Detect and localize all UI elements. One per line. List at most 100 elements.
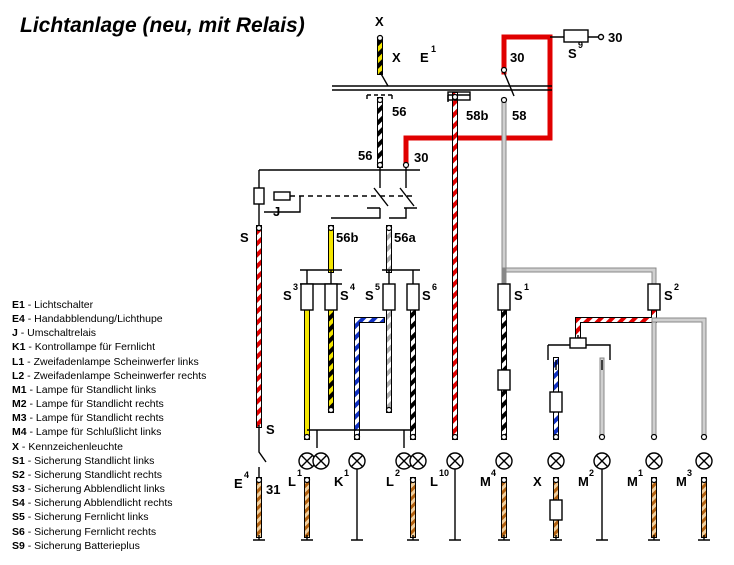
legend-text: - Sicherung Abblendlicht links: [24, 483, 165, 496]
label-s9-sup: 9: [578, 40, 583, 50]
e4-switch: [258, 425, 267, 480]
legend-row: J - Umschaltrelais: [12, 326, 206, 340]
label-58b: 58b: [466, 108, 488, 123]
legend-code: E1: [12, 299, 25, 311]
label-s-e4: S: [266, 422, 275, 437]
legend-row: X - Kennzeichenleuchte: [12, 440, 206, 454]
label-30-top: 30: [510, 50, 524, 65]
label-58: 58: [512, 108, 526, 123]
legend-text: - Sicherung Fernlicht rechts: [24, 525, 157, 538]
ground-group: [253, 469, 710, 541]
label-s2: S: [664, 288, 673, 303]
legend-row: M4 - Lampe für Schlußlicht links: [12, 425, 206, 439]
label-s2-sup: 2: [674, 282, 679, 292]
label-s5-sup: 5: [375, 282, 380, 292]
label-l2-sup: 2: [395, 468, 400, 478]
legend: E1 - Lichtschalter E4 - Handabblendung/L…: [12, 298, 206, 553]
wire-s2-m3: [651, 317, 707, 440]
label-l1-sup: 1: [297, 468, 302, 478]
legend-text: - Lampe für Standlicht rechts: [26, 398, 164, 411]
legend-row: L2 - Zweifadenlampe Scheinwerfer rechts: [12, 369, 206, 383]
legend-text: - Kontrollampe für Fernlicht: [25, 341, 155, 354]
terminal-group: [255, 34, 708, 484]
legend-code: L2: [12, 369, 25, 382]
switch-group: [253, 71, 611, 480]
label-m2: M: [578, 474, 589, 489]
e1-switch-bar: [332, 85, 552, 91]
label-s3-sup: 3: [293, 282, 298, 292]
legend-text: - Lampe für Standlicht rechts: [26, 412, 164, 425]
label-s3: S: [283, 288, 292, 303]
fuse-s2: [647, 283, 661, 311]
lamp-m3: [695, 452, 713, 470]
fuse-s3: [300, 283, 314, 311]
legend-row: S6 - Sicherung Fernlicht rechts: [12, 525, 206, 539]
label-s6-sup: 6: [432, 282, 437, 292]
label-m1: M: [627, 474, 638, 489]
fuse-s6: [406, 283, 420, 311]
legend-row: E4 - Handabblendung/Lichthupe: [12, 312, 206, 326]
label-group: X X E 1 S 9 30 30 56 58b 58 56 30 S J 56…: [234, 14, 692, 497]
lamp-l2: [395, 452, 427, 470]
diagram-title: Lichtanlage (neu, mit Relais): [20, 14, 305, 37]
label-k1: K: [334, 474, 344, 489]
plug-m4: [497, 369, 511, 391]
label-30-relay: 30: [414, 150, 428, 165]
label-m4-sup: 4: [491, 468, 496, 478]
legend-row: M2 - Lampe für Standlicht rechts: [12, 397, 206, 411]
label-l10-sup: 10: [439, 468, 449, 478]
legend-code: S2: [12, 468, 25, 481]
legend-text: - Sicherung Abblendlicht rechts: [24, 497, 173, 510]
label-s4-sup: 4: [350, 282, 355, 292]
lamp-k1: [348, 452, 366, 470]
label-e1-sup: 1: [431, 44, 436, 54]
label-m1-sup: 1: [638, 468, 643, 478]
legend-code: J: [12, 327, 18, 340]
legend-code: K1: [12, 341, 26, 354]
label-l10: L: [430, 474, 438, 489]
legend-code: S1: [12, 454, 25, 467]
lamp-m4: [495, 452, 513, 470]
legend-row: S3 - Sicherung Abblendlicht links: [12, 482, 206, 496]
label-56-switch: 56: [392, 104, 406, 119]
legend-text: - Lampe für Schlußlicht links: [26, 426, 162, 439]
legend-code: S9: [12, 539, 25, 552]
label-31: 31: [266, 482, 280, 497]
label-m3: M: [676, 474, 687, 489]
fuse-s4: [324, 283, 338, 311]
plug-x: [549, 391, 563, 413]
label-56-wire: 56: [358, 148, 372, 163]
label-s9: S: [568, 46, 577, 61]
legend-code: M1: [12, 383, 27, 396]
fuse-group: [300, 29, 661, 521]
lamp-l1: [298, 452, 330, 470]
legend-row: S2 - Sicherung Standlicht rechts: [12, 468, 206, 482]
label-s5: S: [365, 288, 374, 303]
label-s4: S: [340, 288, 349, 303]
lamp-l10: [446, 452, 464, 470]
legend-row: M1 - Lampe für Standlicht links: [12, 383, 206, 397]
legend-row: S5 - Sicherung Fernlicht links: [12, 510, 206, 524]
label-56a: 56a: [394, 230, 416, 245]
label-m4: M: [480, 474, 491, 489]
lamp-x: [547, 452, 565, 470]
label-e1: E: [420, 50, 429, 65]
legend-row: S4 - Sicherung Abblendlicht rechts: [12, 496, 206, 510]
legend-row: M3 - Lampe für Standlicht rechts: [12, 411, 206, 425]
legend-row: S9 - Sicherung Batterieplus: [12, 539, 206, 553]
legend-code: E4: [12, 313, 25, 326]
plug-x-lower: [549, 499, 563, 521]
legend-text: - Sicherung Standlicht rechts: [24, 468, 162, 481]
legend-text: - Handabblendung/Lichthupe: [24, 313, 163, 326]
legend-code: S3: [12, 483, 25, 496]
label-56b: 56b: [336, 230, 358, 245]
legend-row: L1 - Zweifadenlampe Scheinwerfer links: [12, 355, 206, 369]
lamp-m1: [645, 452, 663, 470]
legend-row: S1 - Sicherung Standlicht links: [12, 454, 206, 468]
legend-text: - Lichtschalter: [24, 299, 94, 311]
legend-text: - Zweifadenlampe Scheinwerfer rechts: [24, 369, 207, 382]
wire-group: [256, 34, 707, 538]
legend-code: M4: [12, 426, 27, 439]
label-x-lamp: X: [533, 474, 542, 489]
